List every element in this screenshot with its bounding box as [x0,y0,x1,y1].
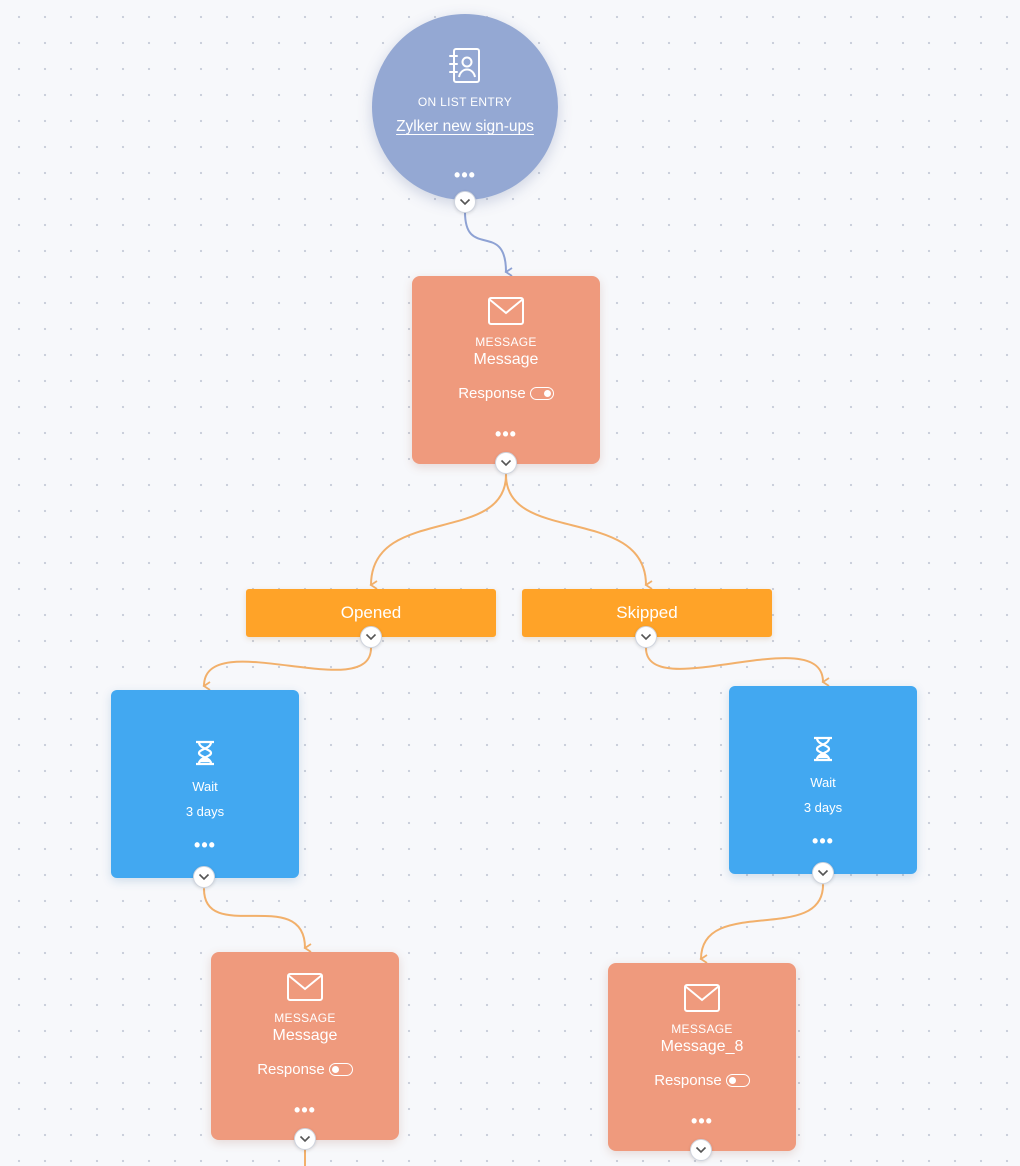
chevron-down-icon [500,459,512,467]
envelope-icon [412,296,600,326]
wait-duration: 3 days [185,804,225,819]
hourglass-icon [729,736,917,762]
response-toggle-row[interactable]: Response [412,385,600,402]
expand-chevron-wait-right[interactable] [812,862,834,884]
node-type-label: MESSAGE [475,335,537,349]
more-options-button[interactable]: ••• [454,165,476,185]
expand-chevron-opened[interactable] [360,626,382,648]
expand-chevron-message-2[interactable] [294,1128,316,1150]
expand-chevron-message-3[interactable] [690,1139,712,1161]
response-toggle[interactable] [725,1074,750,1087]
message-name: Message_8 [660,1038,744,1055]
more-options-button[interactable]: ••• [691,1111,713,1131]
message-node-1[interactable]: MESSAGE Message Response ••• [412,276,600,464]
message-name: Message [272,1027,338,1044]
branch-label: Skipped [616,603,678,622]
chevron-down-icon [365,633,377,641]
more-options-button[interactable]: ••• [294,1100,316,1120]
expand-chevron-skipped[interactable] [635,626,657,648]
envelope-icon [211,972,399,1002]
response-toggle[interactable] [328,1063,353,1076]
more-options-button[interactable]: ••• [194,835,216,855]
wire-entry-to-message [464,211,513,277]
wait-duration: 3 days [803,800,843,815]
chevron-down-icon [299,1135,311,1143]
wait-label: Wait [810,775,836,790]
message-node-3[interactable]: MESSAGE Message_8 Response ••• [608,963,796,1151]
branch-label: Opened [340,603,402,622]
wire-skipped-to-wait [645,647,830,687]
node-type-label: MESSAGE [274,1011,336,1025]
wire-wait-to-message-left [203,888,312,953]
more-options-button[interactable]: ••• [495,424,517,444]
chevron-down-icon [695,1146,707,1154]
wait-node-left[interactable]: Wait 3 days ••• [111,690,299,878]
wire-message-to-skipped [505,474,653,590]
wait-node-right[interactable]: Wait 3 days ••• [729,686,917,874]
list-name-link[interactable]: Zylker new sign-ups [396,118,534,135]
wire-wait-to-message-right [699,884,824,964]
response-toggle-row[interactable]: Response [608,1072,796,1089]
response-label: Response [654,1072,722,1089]
contact-book-icon [372,46,558,86]
expand-chevron-message-1[interactable] [495,452,517,474]
expand-chevron-entry[interactable] [454,191,476,213]
response-label: Response [458,385,526,402]
trigger-node-list-entry[interactable]: ON LIST ENTRY Zylker new sign-ups ••• [372,14,558,200]
node-type-label: MESSAGE [671,1022,733,1036]
wire-opened-to-wait [202,647,372,691]
wait-label: Wait [192,779,218,794]
message-node-2[interactable]: MESSAGE Message Response ••• [211,952,399,1140]
chevron-down-icon [459,198,471,206]
more-options-button[interactable]: ••• [812,831,834,851]
response-toggle-row[interactable]: Response [211,1061,399,1078]
envelope-icon [608,983,796,1013]
response-toggle[interactable] [529,387,554,400]
chevron-down-icon [198,873,210,881]
hourglass-icon [111,740,299,766]
response-label: Response [257,1061,325,1078]
chevron-down-icon [817,869,829,877]
chevron-down-icon [640,633,652,641]
wire-message-to-opened [369,474,507,590]
trigger-type-label: ON LIST ENTRY [417,95,513,109]
message-name: Message [473,351,539,368]
expand-chevron-wait-left[interactable] [193,866,215,888]
